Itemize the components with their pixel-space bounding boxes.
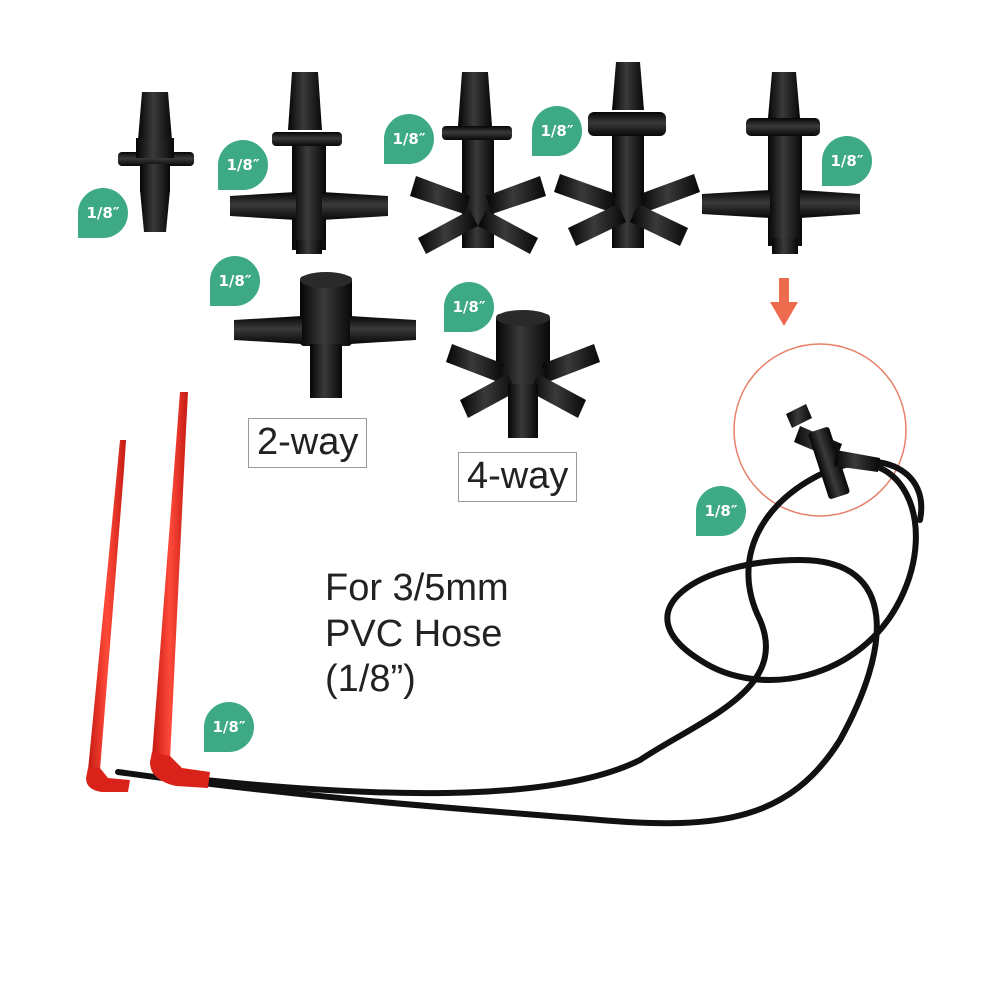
straight-coupler	[118, 92, 194, 232]
two-way-label: 2-way	[248, 418, 368, 468]
size-badge: 1/8″	[696, 486, 746, 536]
pvc-hose	[115, 458, 925, 827]
size-badge: 1/8″	[218, 140, 268, 190]
six-way-connector	[410, 72, 546, 254]
size-badge: 1/8″	[532, 106, 582, 156]
caption-line: For 3/5mm	[325, 567, 509, 609]
highlight-circle	[733, 343, 907, 517]
size-badge: 1/8″	[444, 282, 494, 332]
size-badge: 1/8″	[384, 114, 434, 164]
size-badge: 1/8″	[78, 188, 128, 238]
size-badge: 1/8″	[822, 136, 872, 186]
four-way-label: 4-way	[458, 452, 578, 502]
flanged-cross-connector	[230, 72, 388, 254]
hose-caption: For 3/5mm PVC Hose (1/8”)	[325, 566, 509, 703]
caption-line: PVC Hose	[325, 612, 503, 655]
down-arrow-icon	[770, 278, 798, 326]
drip-stake-right	[150, 392, 210, 788]
large-six-way-connector	[554, 62, 700, 248]
size-badge: 1/8″	[210, 256, 260, 306]
drip-stake-left	[86, 440, 130, 792]
hose-tee-connector	[786, 404, 880, 499]
two-way-cross-connector	[234, 272, 416, 398]
tee-connector	[702, 72, 860, 254]
four-way-star-connector	[446, 310, 600, 438]
size-badge: 1/8″	[204, 702, 254, 752]
caption-line: (1/8”)	[325, 658, 416, 701]
